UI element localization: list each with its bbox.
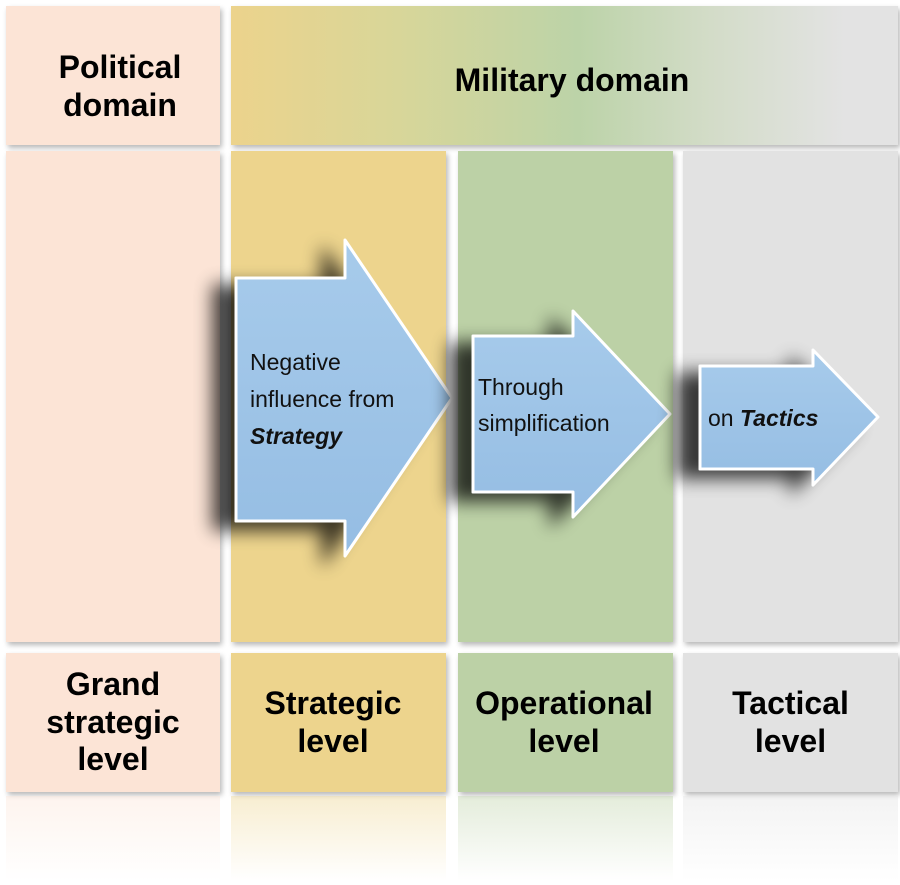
political-column: [6, 151, 220, 642]
grand-strategic-level-label: Grand strategic level: [46, 665, 180, 778]
operational-arrow-line1: Through: [478, 374, 564, 400]
operational-reflection: [458, 796, 673, 881]
tactics-arrow-shape: [698, 348, 880, 487]
strategy-arrow-line2: influence from: [250, 386, 394, 412]
tactical-reflection: [683, 796, 898, 881]
strategy-arrow-shape: [234, 238, 454, 558]
grand-strategic-reflection: [6, 796, 220, 881]
political-domain-label: Political domain: [58, 49, 182, 123]
operational-arrow: Through simplification: [471, 309, 672, 519]
tactics-arrow-prefix: on: [708, 405, 740, 431]
military-domain-label: Military domain: [454, 62, 690, 99]
political-domain-header: [6, 6, 220, 145]
strategy-arrow-emphasis: Strategy: [250, 423, 343, 449]
tactics-arrow: on Tactics: [698, 348, 880, 487]
tactical-level-cell: [683, 653, 898, 792]
operational-arrow-shape: [471, 309, 672, 519]
tactics-arrow-emphasis: Tactics: [740, 405, 818, 431]
strategic-reflection: [231, 796, 446, 881]
operational-arrow-line2: simplification: [478, 410, 610, 436]
tactics-arrow-label: on Tactics: [708, 405, 818, 431]
strategy-arrow-line1: Negative: [250, 349, 341, 375]
strategic-level-cell: [231, 653, 446, 792]
strategy-arrow: Negative influence from Strategy: [234, 238, 454, 558]
grand-strategic-level-cell: [6, 653, 220, 792]
operational-level-label: Operational level: [475, 684, 653, 759]
military-domain-header: [231, 6, 898, 145]
strategic-level-label: Strategic level: [264, 684, 402, 759]
tactical-level-label: Tactical level: [732, 684, 849, 759]
operational-level-cell: [458, 653, 673, 792]
